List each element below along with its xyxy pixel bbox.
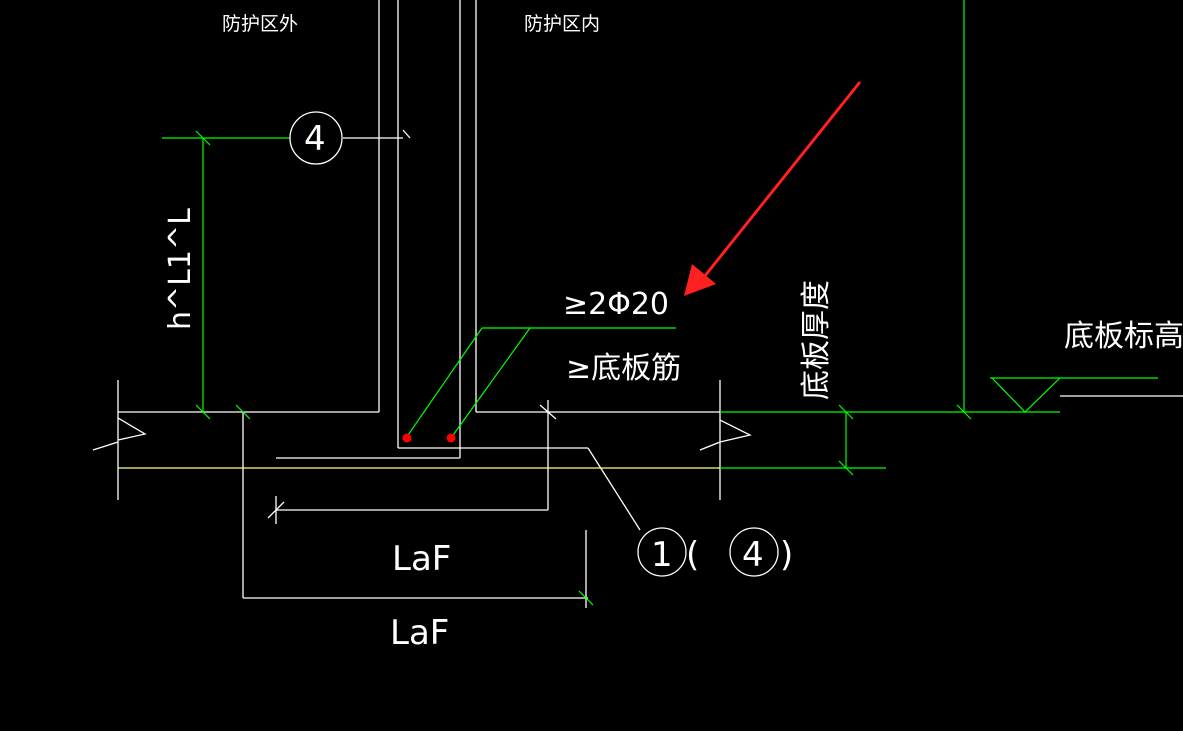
label-bar-spec: ≥2Φ20	[563, 287, 669, 322]
label-outside-zone: 防护区外	[222, 13, 298, 35]
callout-circle-bottom-2	[729, 527, 779, 577]
callout-paren-close: )	[780, 535, 793, 575]
callout-bottom-number-1: 1	[651, 535, 673, 575]
callout-top-number: 4	[304, 119, 326, 159]
red-arrow-icon	[684, 81, 862, 296]
callout-circle-top	[289, 111, 343, 165]
label-min-bar: ≥底板筋	[566, 351, 681, 386]
callout-paren-open: (	[686, 535, 699, 575]
rebar-dot-right	[446, 433, 456, 443]
label-height-dimension: h^L1^L	[163, 208, 198, 330]
rebar-dot-left	[402, 433, 412, 443]
label-la-lower: LaF	[390, 613, 449, 653]
dimension-lines	[162, 0, 1060, 606]
label-slab-elevation: 底板标高	[1064, 319, 1183, 354]
callout-bottom-number-2: 4	[742, 535, 764, 575]
break-symbols	[92, 380, 752, 500]
label-slab-thickness: 底板厚度	[799, 280, 834, 400]
label-la-upper: LaF	[392, 539, 451, 579]
anchorage-lines	[242, 400, 588, 608]
elevation-marker	[990, 377, 1183, 413]
wall-outline	[118, 0, 720, 531]
label-inside-zone: 防护区内	[524, 13, 600, 35]
callout-circle-bottom-1	[637, 527, 687, 577]
